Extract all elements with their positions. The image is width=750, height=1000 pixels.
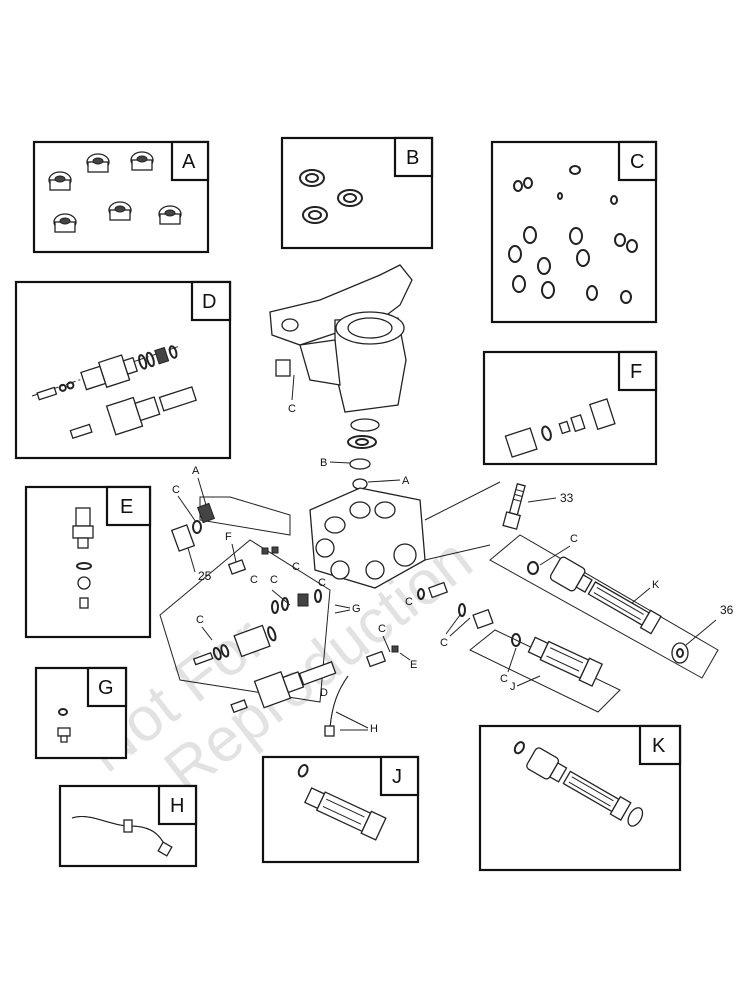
kit-h-box: H: [58, 784, 198, 868]
callout-c8: C: [405, 596, 413, 608]
kit-b-label: B: [406, 147, 419, 169]
callout-f: F: [225, 531, 232, 543]
kit-f-label: F: [630, 361, 642, 383]
kit-c-orings: [508, 165, 638, 304]
callout-c11: C: [570, 533, 578, 545]
callout-33: 33: [560, 491, 574, 505]
kit-e-parts: [72, 507, 94, 609]
callout-j: J: [510, 681, 516, 693]
kit-d-box: D: [14, 280, 232, 460]
kit-a-box: A: [32, 140, 210, 254]
callout-c6: C: [318, 577, 326, 589]
kit-h-label: H: [170, 795, 184, 817]
outline-j-frame: [469, 629, 621, 713]
callout-c9: C: [440, 637, 448, 649]
callout-e: E: [410, 659, 417, 671]
kit-b-box: B: [280, 136, 434, 250]
outline-k-frame: [489, 534, 719, 679]
seal-stack: [347, 418, 380, 490]
callout-c2: C: [172, 484, 180, 496]
kit-k-box: K: [478, 724, 682, 872]
kit-d-parts: [31, 345, 197, 440]
callout-c12: C: [500, 673, 508, 685]
kit-e-label: E: [120, 496, 133, 518]
callout-d: D: [320, 687, 328, 699]
callout-a2: A: [192, 465, 200, 477]
callout-k: K: [652, 579, 660, 591]
kit-j-box: J: [261, 755, 420, 864]
manifold: [309, 487, 426, 589]
callout-pump-c: C: [288, 403, 296, 415]
kit-a-caps: [48, 151, 182, 233]
kit-c-label: C: [630, 151, 644, 173]
outline-left-frame: [199, 496, 291, 536]
callout-25: 25: [198, 569, 212, 583]
pump-assembly: C B A A: [159, 264, 734, 737]
callout-c5: C: [292, 561, 300, 573]
bolt-33: [502, 482, 526, 530]
kit-g-parts: [57, 708, 71, 743]
kit-k-label: K: [652, 735, 666, 757]
outline-main-frame: [159, 539, 331, 703]
callout-g: G: [352, 603, 361, 615]
kit-e-box: E: [24, 485, 152, 639]
callout-c10: C: [378, 623, 386, 635]
kit-b-seals: [299, 169, 363, 224]
kit-d-label: D: [202, 291, 216, 313]
kit-c-box: C: [490, 140, 658, 324]
kit-f-parts: [504, 398, 616, 458]
kit-f-box: F: [482, 350, 658, 466]
kit-k-parts: [513, 741, 644, 827]
kit-j-parts: [297, 764, 387, 841]
callout-c4: C: [270, 574, 278, 586]
crankcase-housing: [269, 264, 413, 413]
callout-a1: A: [402, 475, 410, 487]
kit-j-label: J: [392, 766, 402, 788]
kit-h-hose: [71, 816, 173, 857]
callout-b: B: [320, 457, 327, 469]
callout-c3: C: [250, 574, 258, 586]
callout-h: H: [370, 723, 378, 735]
kit-g-label: G: [98, 677, 114, 699]
callout-36: 36: [720, 603, 734, 617]
kit-g-box: G: [34, 666, 128, 760]
kit-a-label: A: [182, 151, 196, 173]
callout-c7: C: [196, 614, 204, 626]
